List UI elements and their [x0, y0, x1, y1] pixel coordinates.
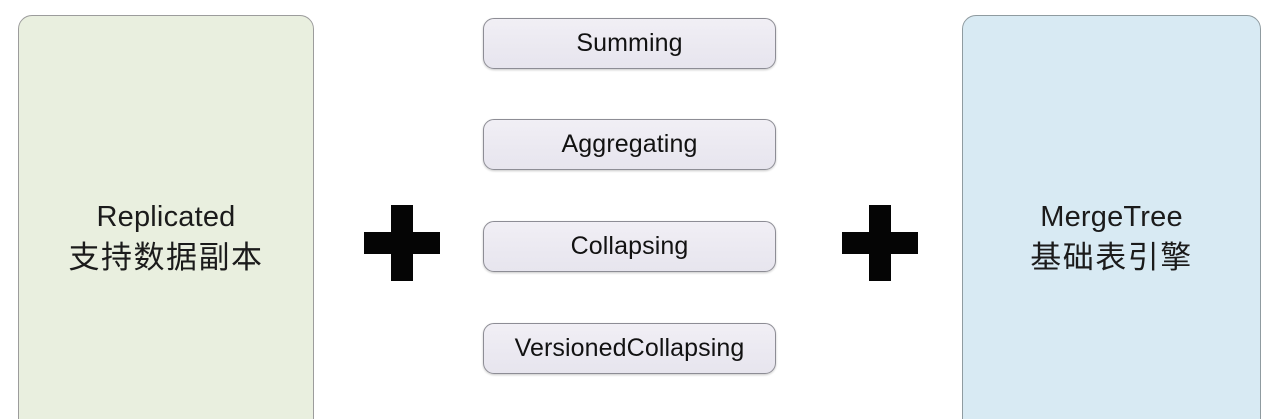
engine-pill-summing[interactable]: Summing	[483, 18, 776, 69]
right-panel-text-block: MergeTree 基础表引擎	[963, 201, 1260, 275]
right-panel-mergetree: MergeTree 基础表引擎	[962, 15, 1261, 419]
engine-pill-collapsing[interactable]: Collapsing	[483, 221, 776, 272]
plus-icon-left	[358, 199, 446, 287]
engine-pill-label: Summing	[576, 29, 683, 57]
engine-pill-aggregating[interactable]: Aggregating	[483, 119, 776, 170]
left-panel-title-latin: Replicated	[96, 201, 236, 233]
engine-list: Summing Aggregating Collapsing Versioned…	[483, 0, 776, 419]
right-panel-title-latin: MergeTree	[1040, 201, 1183, 233]
engine-pill-label: Collapsing	[570, 232, 689, 260]
plus-icon-right-vertical-bar	[869, 205, 891, 281]
right-panel-title-cjk: 基础表引擎	[1030, 240, 1193, 275]
left-panel-title-cjk: 支持数据副本	[68, 240, 264, 275]
left-panel-replicated: Replicated 支持数据副本	[18, 15, 314, 419]
plus-icon-left-vertical-bar	[391, 205, 413, 281]
engine-pill-versionedcollapsing[interactable]: VersionedCollapsing	[483, 323, 776, 374]
left-panel-text-block: Replicated 支持数据副本	[19, 201, 313, 275]
engine-pill-label: VersionedCollapsing	[514, 334, 745, 362]
engine-pill-label: Aggregating	[561, 130, 698, 158]
plus-icon-right	[836, 199, 924, 287]
